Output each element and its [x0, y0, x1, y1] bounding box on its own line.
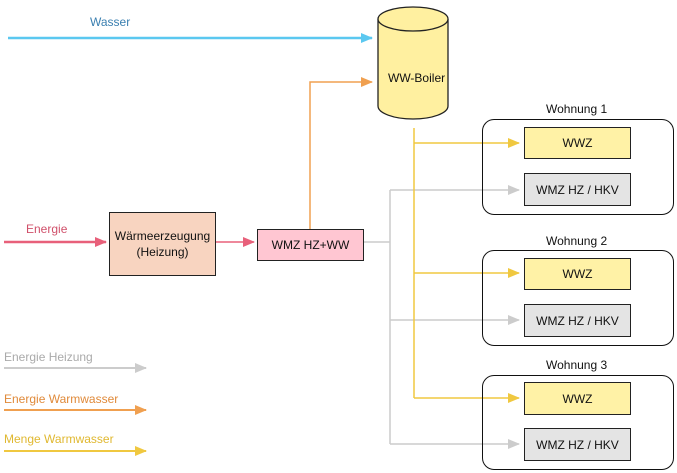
- hot-water-energy-arrow: [309, 77, 373, 229]
- heat-generation-label-1: Wärmeerzeugung: [114, 229, 211, 243]
- apartment-1-ww-meter-label: WWZ: [562, 136, 593, 150]
- apartment-2-heat-meter-label: WMZ HZ / HKV: [536, 313, 619, 328]
- apartment-3-title: Wohnung 3: [546, 358, 608, 372]
- legend-heating-label: Energie Heizung: [4, 350, 93, 364]
- legend-hot-water-quantity-label: Menge Warmwasser: [4, 432, 114, 446]
- apartment-2-ww-meter: WWZ: [524, 258, 631, 290]
- apartment-1-title: Wohnung 1: [546, 102, 608, 116]
- apartment-2-frame: [482, 250, 674, 346]
- apartment-2-ww-meter-label: WWZ: [562, 267, 593, 281]
- apartment-3-ww-meter: WWZ: [524, 382, 631, 415]
- apartment-1-ww-meter: WWZ: [524, 127, 631, 159]
- apartment-1-frame: [482, 119, 674, 215]
- legend-hot-water-energy-label: Energie Warmwasser: [4, 392, 119, 406]
- apartment-3-heat-meter: WMZ HZ / HKV: [524, 428, 631, 461]
- apartment-3-frame: [482, 375, 674, 470]
- water-label: Wasser: [90, 15, 131, 29]
- apartment-2-heat-meter: WMZ HZ / HKV: [524, 304, 631, 337]
- main-meter-label: WMZ HZ+WW: [271, 238, 350, 252]
- apartment-1-heat-meter-label: WMZ HZ / HKV: [536, 182, 619, 197]
- boiler-cylinder: [377, 6, 449, 120]
- apartment-3-heat-meter-label: WMZ HZ / HKV: [536, 437, 619, 452]
- heat-generation-label-2: (Heizung): [136, 245, 189, 259]
- energy-label: Energie: [26, 222, 68, 236]
- boiler-label: WW-Boiler: [388, 71, 446, 85]
- main-meter-box: WMZ HZ+WW: [257, 229, 364, 261]
- apartment-3-ww-meter-label: WWZ: [562, 391, 593, 406]
- apartment-1-heat-meter: WMZ HZ / HKV: [524, 173, 631, 206]
- apartment-2-title: Wohnung 2: [546, 234, 608, 248]
- heat-generation-box: Wärmeerzeugung (Heizung): [109, 212, 216, 276]
